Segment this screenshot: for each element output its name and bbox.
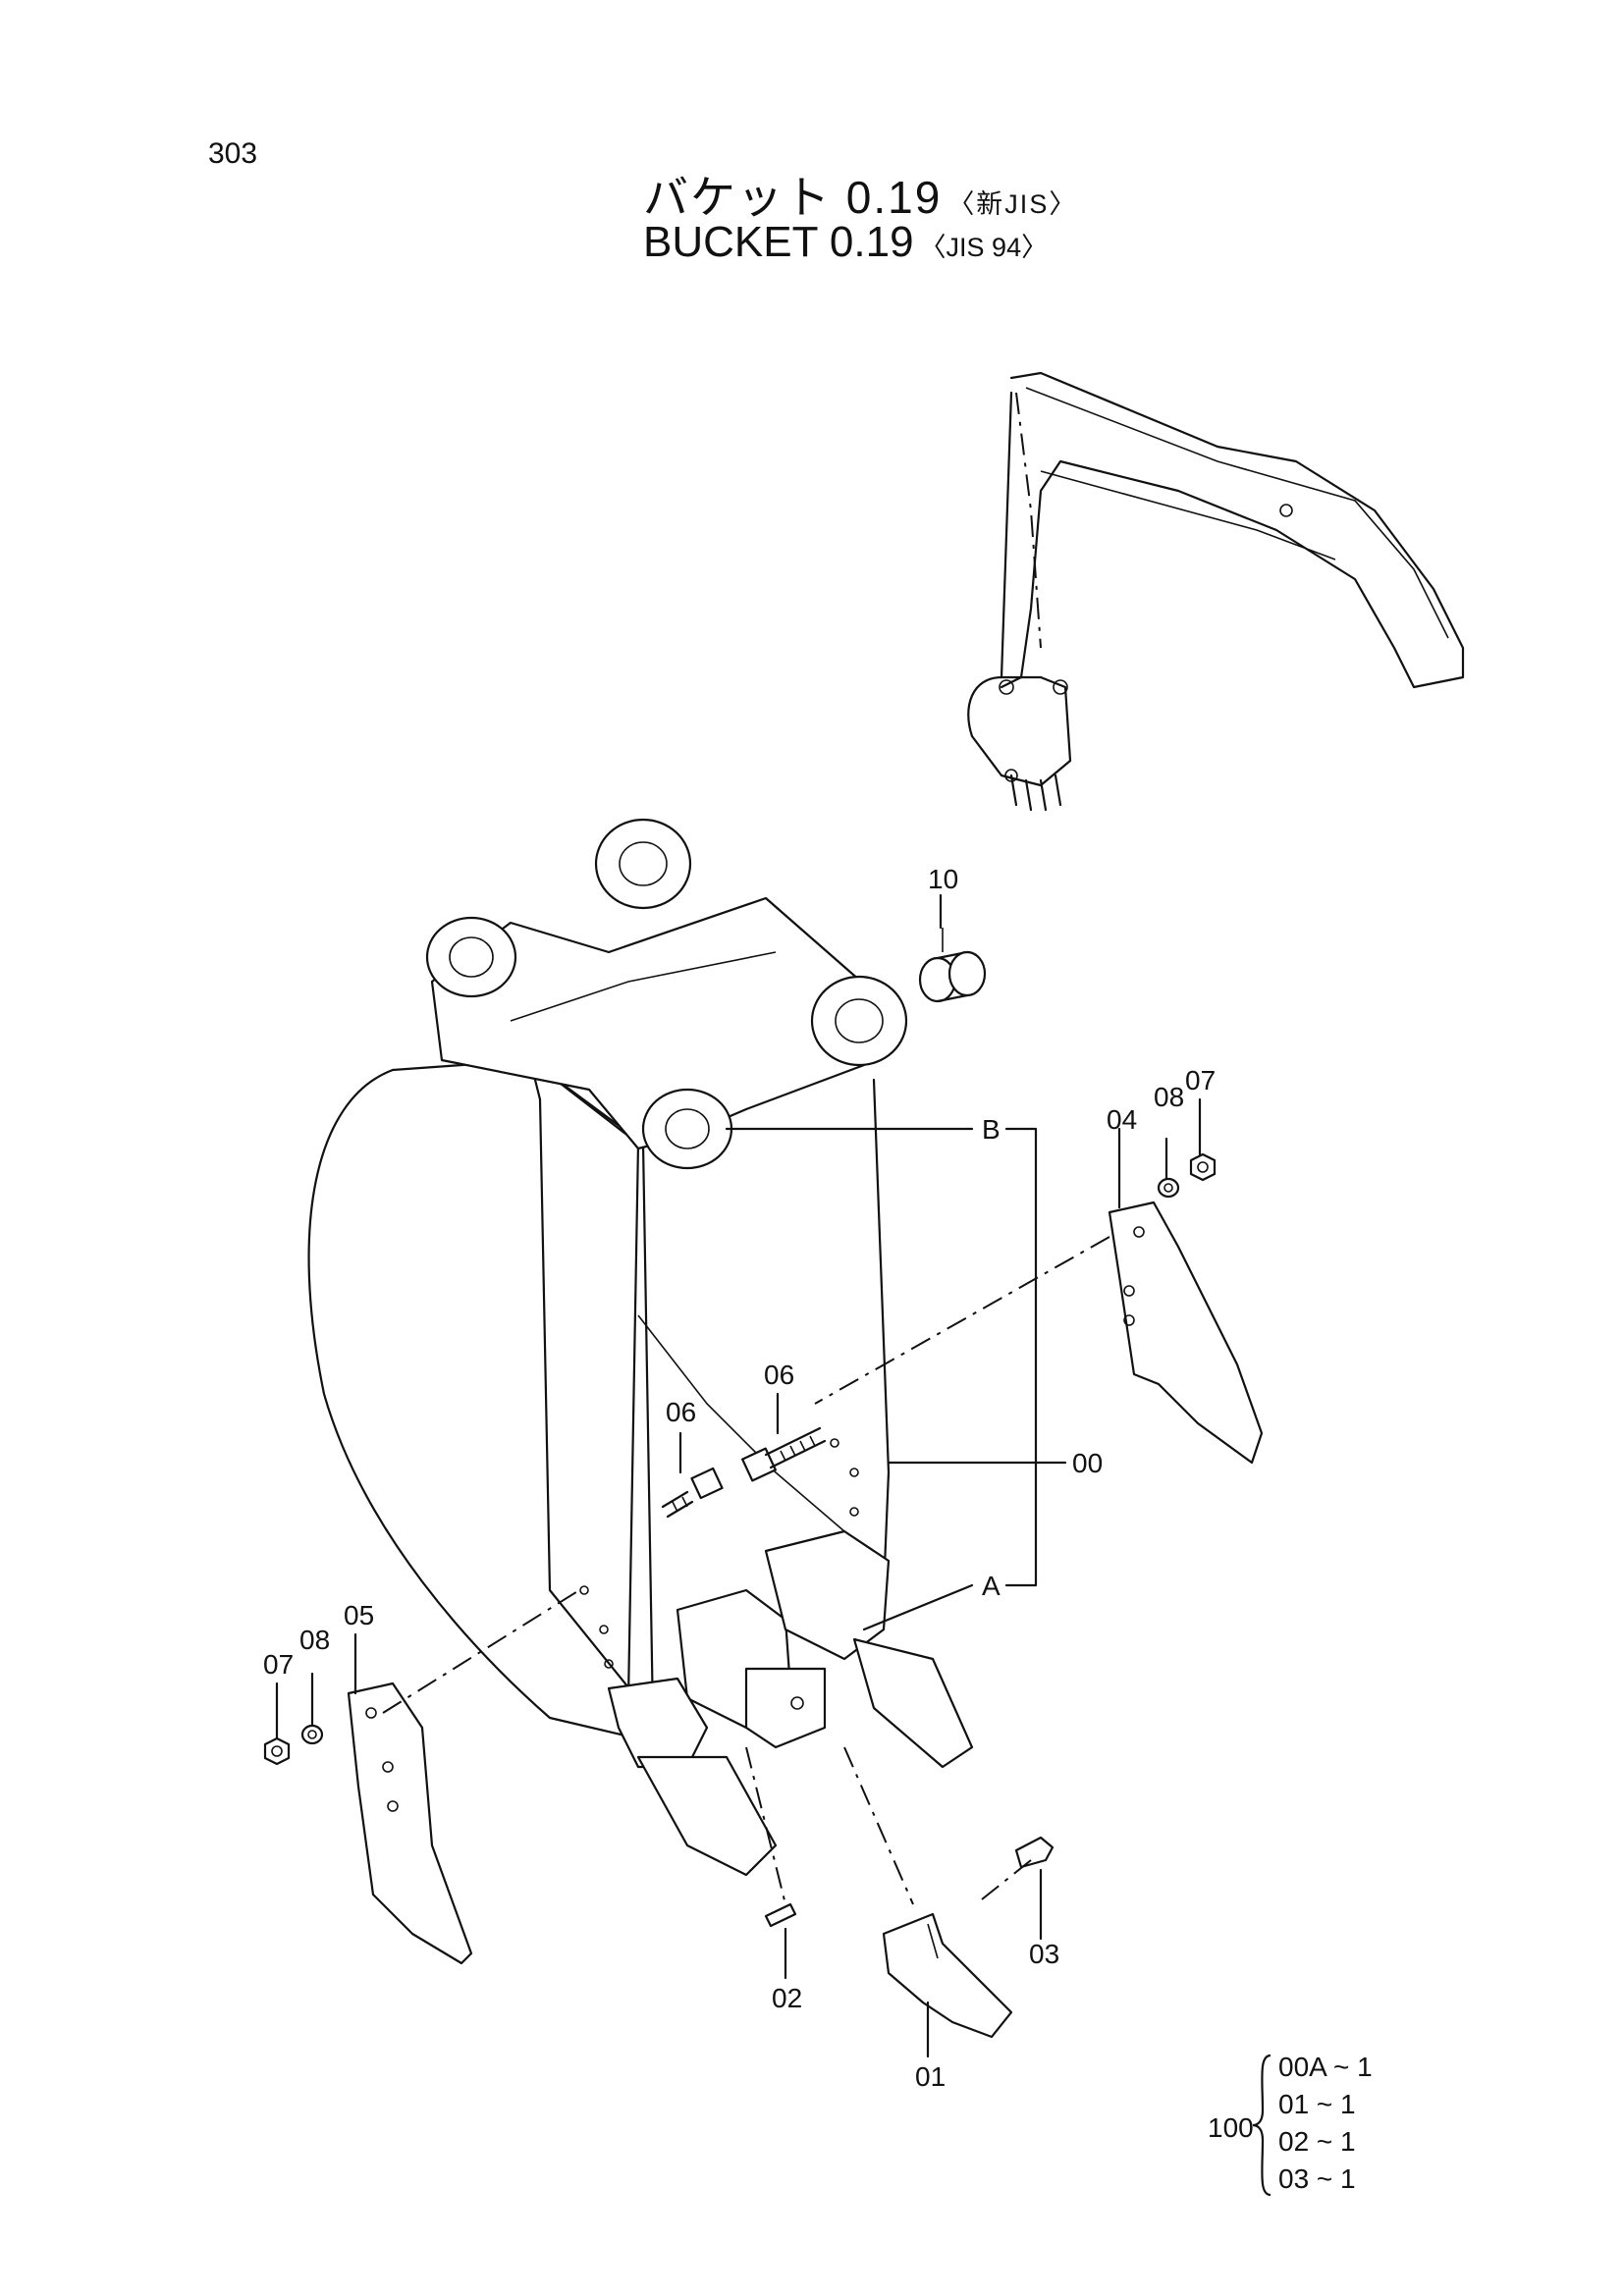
callout-08-left: 08 xyxy=(299,1625,330,1655)
centerline-left-cutter xyxy=(382,1589,580,1714)
title-japanese-note: 〈新JIS〉 xyxy=(947,189,1078,219)
part-10-bushing xyxy=(918,928,987,1003)
part-08-washer-right xyxy=(1157,1177,1180,1199)
kit-row-00a: 00A ~ 1 xyxy=(1278,2052,1373,2082)
callout-08-right: 08 xyxy=(1154,1082,1184,1112)
page-title-english: BUCKET 0.19〈JIS 94〉 xyxy=(643,218,1048,267)
callout-03: 03 xyxy=(1029,1939,1059,1969)
kit-brace-icon xyxy=(1252,2054,1271,2197)
part-07-nut-right xyxy=(1189,1152,1217,1182)
callout-B: B xyxy=(982,1114,1001,1145)
centerline-right-cutter xyxy=(814,1236,1110,1405)
kit-row-02: 02 ~ 1 xyxy=(1278,2126,1356,2157)
callout-10: 10 xyxy=(928,864,958,894)
part-04-side-cutter-right xyxy=(1108,1201,1264,1465)
callout-06-lower: 06 xyxy=(666,1397,696,1427)
callout-07-left: 07 xyxy=(263,1649,294,1680)
leader-A xyxy=(862,1583,974,1631)
leader-B-bracket xyxy=(1004,1127,1038,1587)
part-06-bolt-lower xyxy=(661,1467,724,1519)
page-title-japanese: バケット 0.19〈新JIS〉 xyxy=(643,162,1077,227)
part-07-nut-left xyxy=(263,1736,291,1766)
part-05-side-cutter-left xyxy=(347,1682,473,1965)
part-08-washer-left xyxy=(300,1724,324,1745)
callout-00: 00 xyxy=(1072,1448,1103,1478)
callout-04: 04 xyxy=(1107,1104,1137,1135)
callout-06-upper: 06 xyxy=(764,1360,794,1390)
page-number: 303 xyxy=(208,137,258,170)
callout-A: A xyxy=(982,1571,1001,1601)
title-japanese-text: バケット 0.19 xyxy=(643,172,943,223)
part-02-lock-washer xyxy=(764,1902,797,1928)
callout-07-right: 07 xyxy=(1185,1065,1216,1095)
callout-01: 01 xyxy=(915,2061,946,2092)
part-03-pin xyxy=(1014,1836,1055,1869)
part-01-tooth-point xyxy=(882,1912,1013,2039)
centerline-pin xyxy=(981,1859,1032,1900)
kit-row-03: 03 ~ 1 xyxy=(1278,2163,1356,2194)
kit-row-01: 01 ~ 1 xyxy=(1278,2089,1356,2119)
excavator-boom-thumbnail xyxy=(967,371,1465,812)
bucket-body xyxy=(307,818,974,1877)
callout-02: 02 xyxy=(772,1983,802,2013)
centerline-lock xyxy=(745,1746,786,1905)
title-english-text: BUCKET 0.19 xyxy=(643,218,914,266)
title-english-note: 〈JIS 94〉 xyxy=(919,233,1049,262)
callout-05: 05 xyxy=(344,1600,374,1630)
centerline-tooth xyxy=(843,1746,914,1905)
kit-prefix: 100 xyxy=(1208,2112,1254,2143)
part-06-bolt-upper xyxy=(741,1426,827,1482)
